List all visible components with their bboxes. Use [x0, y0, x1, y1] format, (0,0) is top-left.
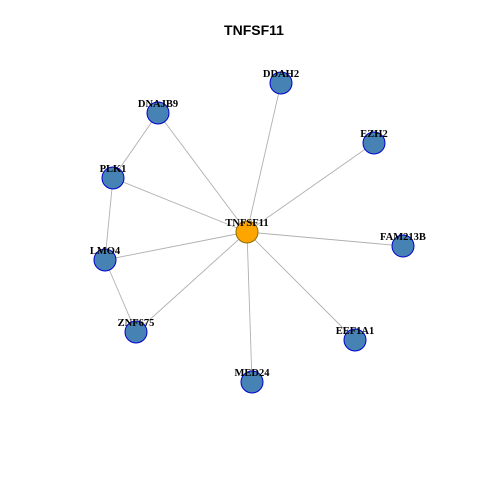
node-circle-fam213b [391, 234, 415, 258]
edge-tnfsf11-dnajb9 [157, 112, 248, 233]
node-circle-med24 [240, 370, 264, 394]
edge-tnfsf11-ddah2 [246, 82, 282, 233]
node-circle-lmo4 [93, 248, 117, 272]
node-med24: MED24 [235, 368, 271, 394]
edge-tnfsf11-ezh2 [246, 142, 375, 233]
edge-tnfsf11-lmo4 [104, 231, 248, 261]
node-circle-ezh2 [362, 131, 386, 155]
edge-tnfsf11-plk1 [112, 177, 248, 233]
node-lmo4: LMO4 [90, 246, 121, 272]
node-label-med24: MED24 [235, 368, 271, 379]
node-label-plk1: PLK1 [100, 164, 127, 175]
node-label-fam213b: FAM213B [380, 232, 426, 243]
edge-lmo4-znf675 [104, 259, 137, 333]
edge-dnajb9-plk1 [112, 112, 159, 179]
node-znf675: ZNF675 [118, 318, 155, 344]
node-label-ezh2: EZH2 [360, 129, 387, 140]
edge-tnfsf11-med24 [246, 231, 253, 383]
node-circle-eef1a1 [343, 328, 367, 352]
edges-layer [104, 82, 404, 383]
node-fam213b: FAM213B [380, 232, 426, 258]
node-eef1a1: EEF1A1 [336, 326, 375, 352]
edge-tnfsf11-eef1a1 [246, 231, 356, 341]
node-label-ddah2: DDAH2 [263, 69, 299, 80]
node-circle-plk1 [101, 166, 125, 190]
node-circle-znf675 [124, 320, 148, 344]
graph-title: TNFSF11 [224, 22, 284, 38]
node-tnfsf11: TNFSF11 [225, 218, 269, 244]
edge-tnfsf11-fam213b [246, 231, 404, 247]
node-plk1: PLK1 [100, 164, 127, 190]
node-circle-ddah2 [269, 71, 293, 95]
node-label-dnajb9: DNAJB9 [138, 99, 178, 110]
node-label-lmo4: LMO4 [90, 246, 121, 257]
node-label-znf675: ZNF675 [118, 318, 155, 329]
node-circle-dnajb9 [146, 101, 170, 125]
node-dnajb9: DNAJB9 [138, 99, 178, 125]
edge-tnfsf11-znf675 [135, 231, 248, 333]
node-ezh2: EZH2 [360, 129, 388, 155]
node-circle-tnfsf11 [235, 220, 259, 244]
node-label-eef1a1: EEF1A1 [336, 326, 375, 337]
node-label-tnfsf11: TNFSF11 [225, 218, 268, 229]
edge-plk1-lmo4 [104, 177, 114, 261]
node-ddah2: DDAH2 [263, 69, 299, 95]
